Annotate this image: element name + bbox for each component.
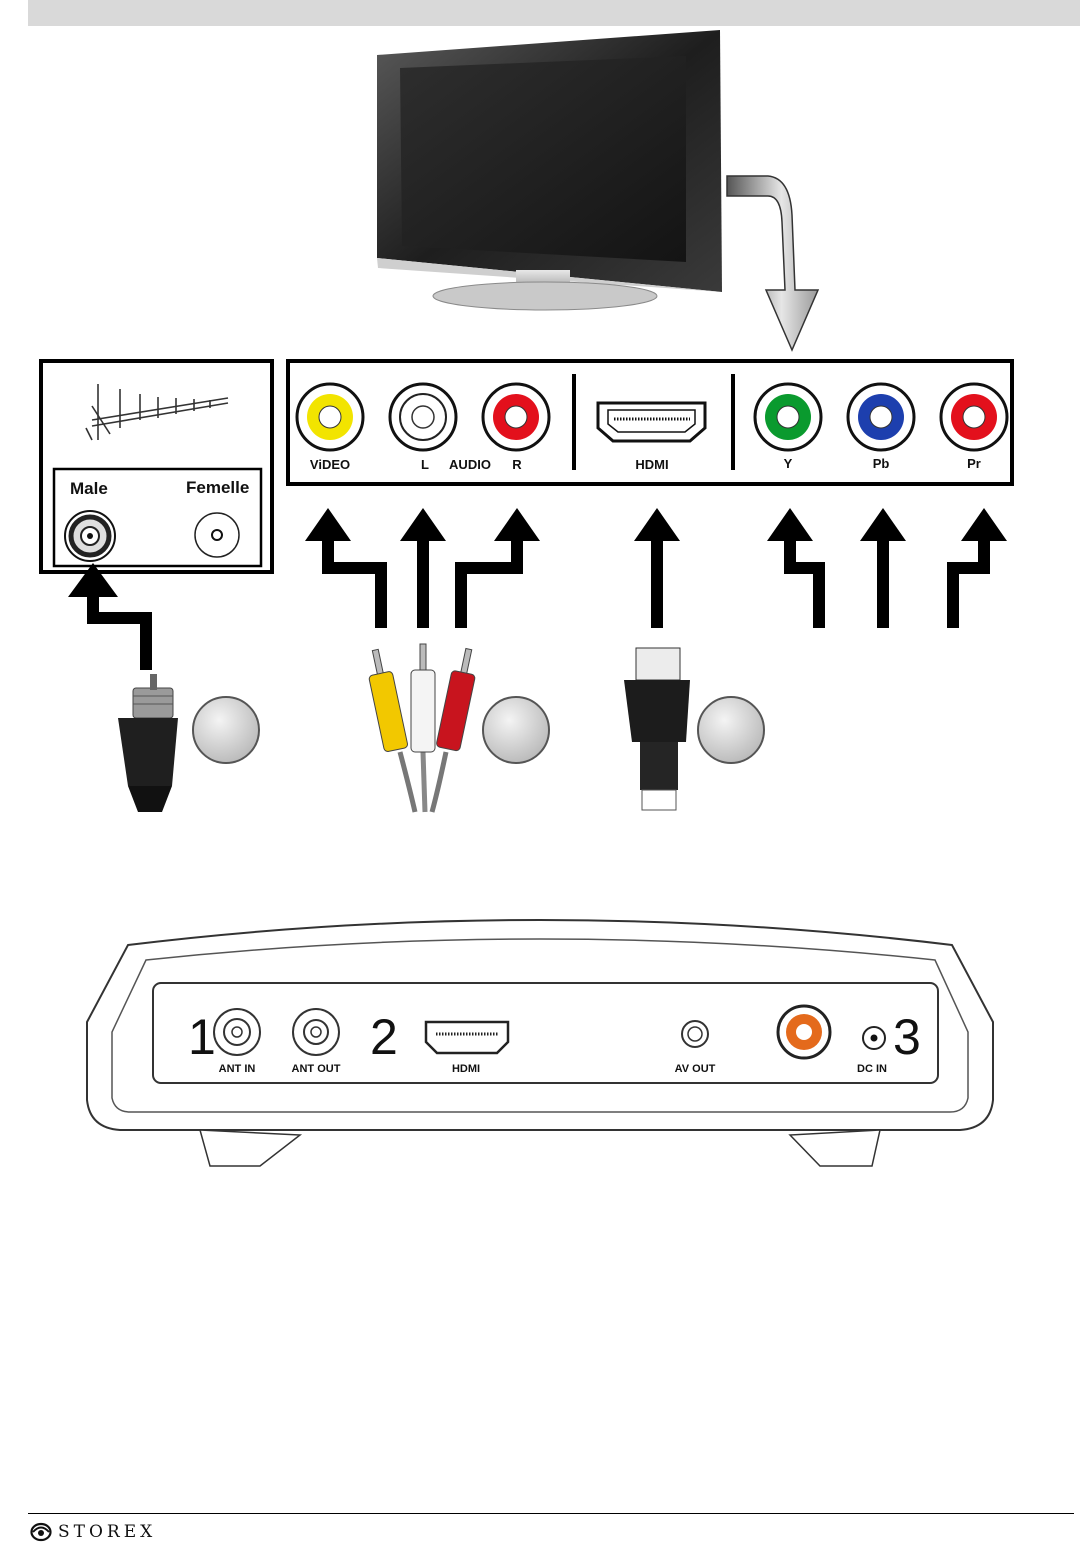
ant-out-port-icon	[293, 1009, 339, 1055]
audio-right-jack-icon	[483, 384, 549, 450]
audio-right-label: R	[512, 457, 522, 472]
audio-label: AUDIO	[449, 457, 491, 472]
video-jack-icon	[297, 384, 363, 450]
female-label: Femelle	[186, 478, 249, 497]
hdmi-cable-icon	[624, 648, 690, 810]
y-arrow	[767, 508, 825, 628]
step-1-number: 1	[188, 1009, 216, 1065]
step-3-number: 3	[893, 1009, 921, 1065]
rca-cables-icon	[364, 644, 481, 812]
footer-divider	[28, 1513, 1074, 1514]
pr-arrow	[947, 508, 1007, 628]
video-label: ViDEO	[310, 457, 350, 472]
antenna-panel: Male Femelle	[41, 361, 272, 572]
video-arrow	[305, 508, 387, 628]
device-hdmi-label: HDMI	[452, 1063, 480, 1075]
step-2-number: 2	[370, 1009, 398, 1065]
av-out-port-icon	[682, 1021, 708, 1047]
female-connector-icon	[195, 513, 239, 557]
male-label: Male	[70, 479, 108, 498]
pr-jack-icon	[941, 384, 1007, 450]
coax-cable-icon	[118, 674, 178, 812]
tv-input-panel: ViDEO L AUDIO R HDMI Y Pb Pr	[288, 361, 1012, 484]
hdmi-label: HDMI	[635, 457, 668, 472]
pb-jack-icon	[848, 384, 914, 450]
y-label: Y	[784, 456, 793, 471]
tv-output-arrow	[727, 176, 818, 350]
av-out-label: AV OUT	[675, 1063, 716, 1075]
hdmi-arrow	[634, 508, 680, 628]
step-3-marker	[698, 697, 764, 763]
pb-label: Pb	[873, 456, 890, 471]
ant-in-label: ANT IN	[219, 1063, 256, 1075]
footer-brand: STOREX	[30, 1521, 156, 1543]
audio-left-arrow	[400, 508, 446, 628]
device-rear-panel: 1 2 3	[87, 920, 993, 1166]
male-connector-icon	[65, 511, 115, 561]
orange-rca-port-icon	[778, 1006, 830, 1058]
antenna-arrow	[68, 563, 152, 670]
ant-out-label: ANT OUT	[292, 1063, 341, 1075]
audio-left-label: L	[421, 457, 429, 472]
hdmi-port-icon	[598, 403, 705, 441]
step-2-marker	[483, 697, 549, 763]
audio-right-arrow	[455, 508, 540, 628]
ant-in-port-icon	[214, 1009, 260, 1055]
step-1-marker	[193, 697, 259, 763]
storex-logo-icon	[30, 1522, 52, 1542]
dc-in-label: DC IN	[857, 1063, 887, 1075]
television	[377, 30, 722, 310]
device-hdmi-port-icon	[426, 1022, 508, 1053]
brand-name: STOREX	[58, 1522, 156, 1542]
dc-in-port-icon	[863, 1027, 885, 1049]
audio-left-jack-icon	[390, 384, 456, 450]
y-jack-icon	[755, 384, 821, 450]
pb-arrow	[860, 508, 906, 628]
pr-label: Pr	[967, 456, 981, 471]
